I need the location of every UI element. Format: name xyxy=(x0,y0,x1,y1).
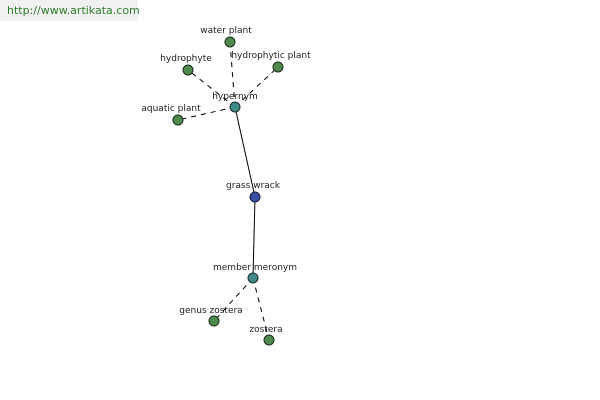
node-grass-wrack[interactable] xyxy=(249,191,261,203)
label-hydrophyte[interactable]: hydrophyte xyxy=(160,54,212,64)
url-banner: http://www.artikata.com xyxy=(0,0,140,21)
label-zostera[interactable]: zostera xyxy=(249,325,282,335)
node-zostera[interactable] xyxy=(263,334,275,346)
site-url-link[interactable]: http://www.artikata.com xyxy=(7,4,140,17)
label-hypernym[interactable]: hypernym xyxy=(212,92,258,102)
node-hydrophyte[interactable] xyxy=(182,64,194,76)
node-water-plant[interactable] xyxy=(224,36,236,48)
label-hydrophytic-plant[interactable]: hydrophytic plant xyxy=(231,51,311,61)
label-genus-zostera[interactable]: genus zostera xyxy=(179,306,242,316)
graph-nodes xyxy=(172,36,284,346)
label-aquatic-plant[interactable]: aquatic plant xyxy=(141,104,201,114)
node-member-meronym[interactable] xyxy=(247,272,259,284)
label-water-plant[interactable]: water plant xyxy=(200,26,252,36)
node-hypernym[interactable] xyxy=(229,101,241,113)
edge-grass-wrack-hypernym xyxy=(234,106,256,198)
edge-grass-wrack-member-meronym xyxy=(252,196,256,279)
node-hydrophytic-plant[interactable] xyxy=(272,61,284,73)
node-aquatic-plant[interactable] xyxy=(172,114,184,126)
edge-hypernym-water-plant xyxy=(229,41,236,108)
graph-labels: water plant hydrophyte hydrophytic plant… xyxy=(141,26,311,335)
label-member-meronym[interactable]: member meronym xyxy=(213,263,297,273)
graph-edges xyxy=(177,41,279,341)
edge-meronym-zostera xyxy=(252,277,270,341)
label-grass-wrack[interactable]: grass wrack xyxy=(226,181,281,191)
node-genus-zostera[interactable] xyxy=(208,315,220,327)
